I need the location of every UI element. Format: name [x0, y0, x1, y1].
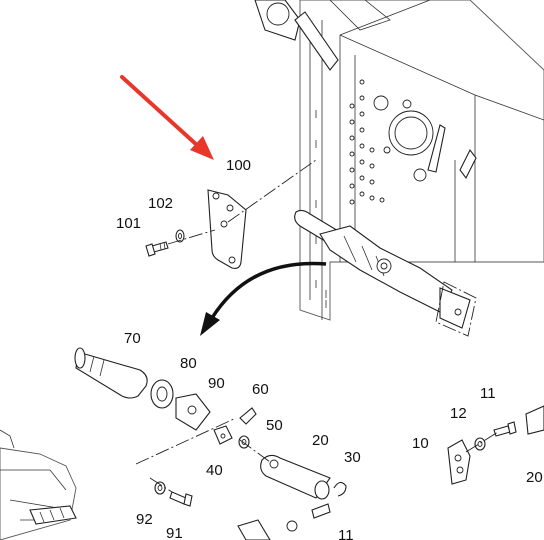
callout-101: 101 — [116, 215, 141, 232]
callout-20: 20 — [312, 432, 329, 449]
callout-70: 70 — [124, 330, 141, 347]
callout-92: 92 — [136, 511, 153, 528]
frame-holes — [349, 79, 385, 205]
callout-labels: 100 102 101 70 80 90 60 50 20 30 40 92 9… — [116, 157, 543, 540]
bracket-assembly-100 — [145, 159, 317, 269]
callout-11-lower: 11 — [338, 527, 354, 540]
callout-100: 100 — [226, 157, 251, 174]
installed-cylinder — [294, 209, 477, 337]
highlight-arrow — [120, 75, 214, 160]
callout-40: 40 — [206, 462, 223, 479]
callout-30: 30 — [344, 449, 361, 466]
exploded-cylinder-parts — [74, 347, 347, 540]
callout-80: 80 — [180, 355, 197, 372]
callout-50: 50 — [266, 417, 283, 434]
callout-20-right: 20 — [526, 469, 543, 486]
callout-60: 60 — [252, 381, 269, 398]
callout-12: 12 — [450, 405, 467, 422]
callout-102: 102 — [148, 195, 173, 212]
machine-side-view — [0, 429, 77, 540]
callout-10: 10 — [412, 435, 429, 452]
right-bracket-group — [447, 405, 544, 485]
curved-arrow — [200, 261, 327, 336]
callout-91: 91 — [166, 525, 183, 540]
callout-11-right: 11 — [480, 385, 496, 402]
callout-90: 90 — [208, 375, 225, 392]
